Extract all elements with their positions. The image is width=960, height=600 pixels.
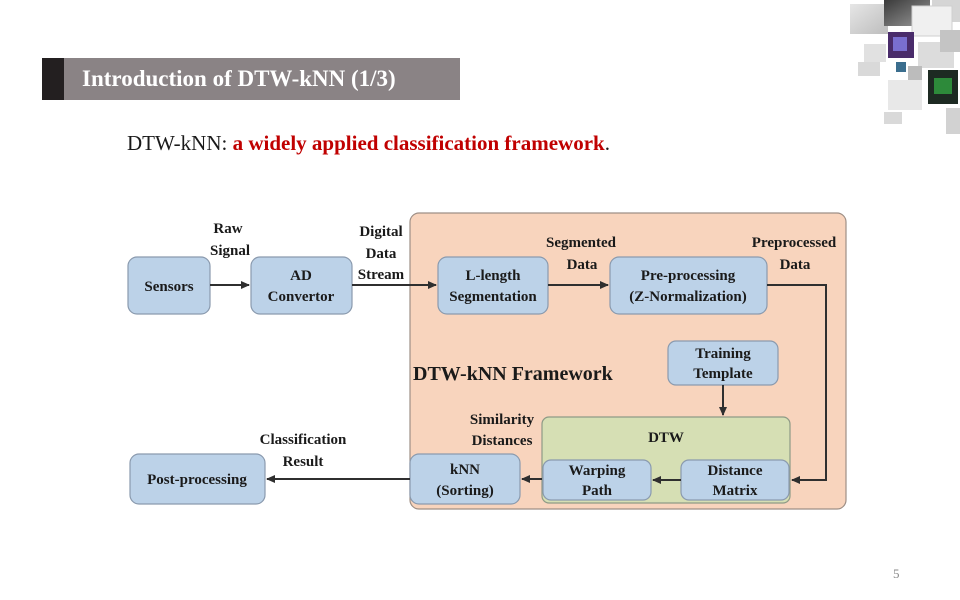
- edge-label-preprocessed-line1: Preprocessed: [752, 235, 837, 251]
- dist-label-line2: Matrix: [713, 483, 758, 499]
- ad-label-line1: AD: [290, 268, 312, 284]
- subtitle-prefix: DTW-kNN:: [127, 131, 233, 155]
- subtitle-suffix: .: [604, 131, 610, 155]
- knn-label-line2: (Sorting): [436, 483, 494, 499]
- node-segmentation: L-length Segmentation: [437, 256, 549, 315]
- edge-label-preprocessed-line2: Data: [780, 257, 811, 273]
- node-warping-path: Warping Path: [542, 459, 652, 501]
- edge-label-digital-line1: Digital: [359, 224, 402, 240]
- edge-label-digital-line3: Stream: [358, 267, 405, 283]
- warp-label-line2: Path: [582, 483, 613, 499]
- edge-label-similarity-line2: Distances: [472, 433, 533, 449]
- subtitle-highlight: a widely applied classification framewor…: [232, 131, 605, 155]
- edge-label-classification-line1: Classification: [260, 432, 347, 448]
- page-number: 5: [893, 566, 900, 581]
- seg-label-line2: Segmentation: [449, 289, 537, 305]
- corner-squares-decoration: [850, 0, 960, 134]
- edge-label-raw-line2: Signal: [210, 243, 250, 259]
- framework-title: DTW-kNN Framework: [413, 363, 614, 385]
- pre-label-line1: Pre-processing: [641, 268, 736, 284]
- train-label-line1: Training: [695, 346, 751, 362]
- edge-label-segmented-line1: Segmented: [546, 235, 617, 251]
- dtw-label: DTW: [648, 430, 684, 446]
- seg-label-line1: L-length: [465, 268, 521, 284]
- node-preprocessing: Pre-processing (Z-Normalization): [609, 256, 768, 315]
- edge-label-segmented-line2: Data: [567, 257, 598, 273]
- arrow-preprocessing-distance: [767, 284, 827, 484]
- dist-label-line1: Distance: [708, 463, 763, 479]
- warp-label-line1: Warping: [569, 463, 626, 479]
- post-label: Post-processing: [147, 472, 247, 488]
- ad-label-line2: Convertor: [268, 289, 335, 305]
- node-sensors: Sensors: [127, 256, 211, 315]
- train-label-line2: Template: [693, 366, 753, 382]
- edge-label-similarity-line1: Similarity: [470, 412, 535, 428]
- slide-subtitle: DTW-kNN: a widely applied classification…: [127, 131, 610, 156]
- title-accent-block: [42, 58, 64, 100]
- node-knn-sorting: kNN (Sorting): [409, 453, 521, 505]
- node-ad-convertor: AD Convertor: [250, 256, 353, 315]
- sensors-label: Sensors: [144, 279, 193, 295]
- knn-label-line1: kNN: [450, 462, 480, 478]
- node-post-processing: Post-processing: [129, 453, 266, 505]
- pre-label-line2: (Z-Normalization): [629, 289, 746, 305]
- title-bar: [64, 58, 460, 100]
- slide-title: Introduction of DTW-kNN (1/3): [82, 66, 396, 91]
- edge-label-classification-line2: Result: [283, 454, 324, 470]
- node-distance-matrix: Distance Matrix: [680, 459, 790, 501]
- edge-label-digital-line2: Data: [366, 246, 397, 262]
- edge-label-raw-line1: Raw: [213, 221, 242, 237]
- node-training-template: Training Template: [667, 340, 779, 386]
- diagram-arrows: [210, 281, 827, 484]
